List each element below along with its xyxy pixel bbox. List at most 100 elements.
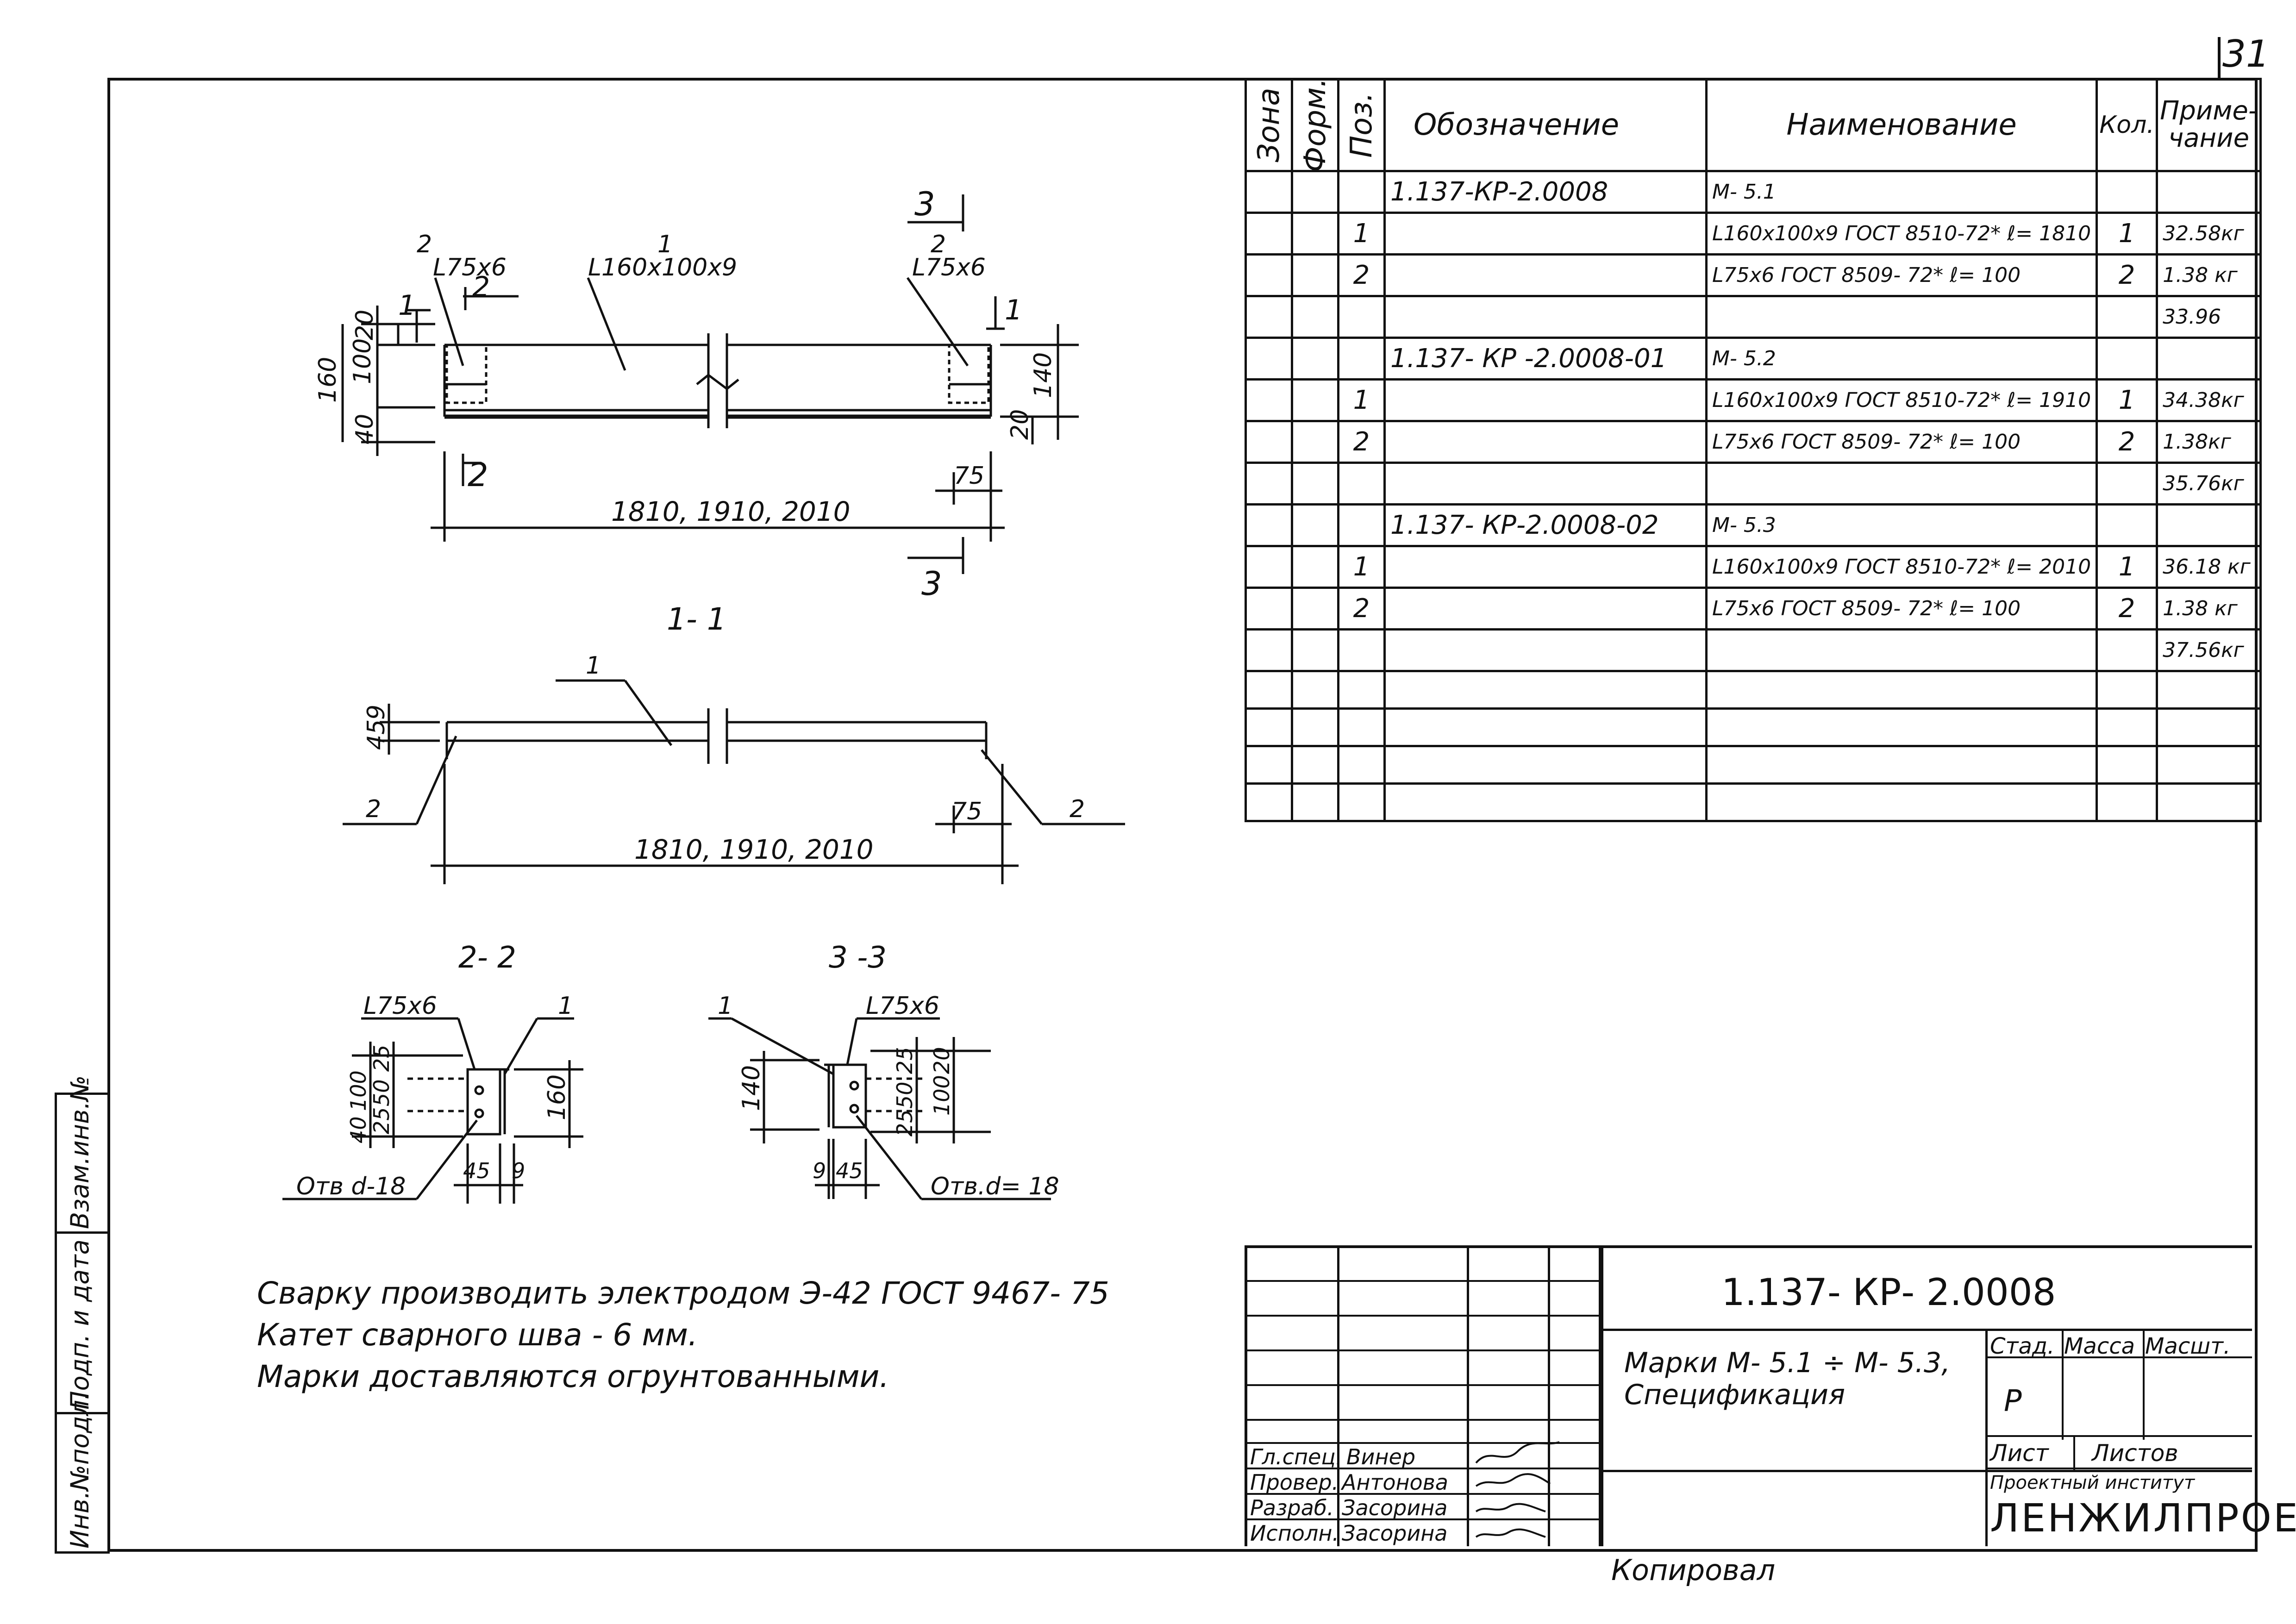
spec-cell-note: 1.38 кг [2156, 587, 2262, 631]
spec-cell-empty [1383, 670, 1708, 710]
institute-line2: ЛЕНЖИЛПРОЕКТ [1990, 1495, 2296, 1541]
stage-value: Р [2004, 1384, 2022, 1418]
spec-cell-designation [1383, 462, 1708, 506]
sheet-number: 31 [2222, 32, 2270, 75]
spec-header-format: Форм. [1291, 78, 1339, 172]
spec-cell-zone [1245, 420, 1293, 464]
stage-label: Стад. [1990, 1333, 2055, 1359]
spec-cell-pos [1337, 337, 1386, 381]
spec-cell-empty [1705, 782, 2098, 822]
spec-cell-note [2156, 503, 2262, 547]
spec-cell-designation: 1.137-КР-2.0008 [1383, 170, 1708, 214]
side-cell-signature-date: Подп. и дата [57, 1234, 110, 1414]
spec-cell-zone [1245, 212, 1293, 256]
spec-cell-note [2156, 337, 2262, 381]
spec-cell-format [1291, 545, 1339, 589]
spec-cell-empty [1291, 670, 1339, 710]
spec-cell-zone [1245, 503, 1293, 547]
spec-cell-note: 34.38кг [2156, 378, 2262, 422]
spec-cell-note [2156, 170, 2262, 214]
spec-cell-name: L160x100x9 ГОСТ 8510-72* ℓ= 1910 [1705, 378, 2098, 422]
spec-cell-name: L160x100x9 ГОСТ 8510-72* ℓ= 2010 [1705, 545, 2098, 589]
spec-cell-pos: 1 [1337, 212, 1386, 256]
spec-cell-empty [1245, 745, 1293, 785]
sheet-number-divider [2218, 37, 2221, 79]
drawing-title: Марки М- 5.1 ÷ М- 5.3, Спецификация [1624, 1347, 1951, 1411]
spec-cell-pos [1337, 628, 1386, 672]
spec-cell-empty [1383, 707, 1708, 747]
spec-cell-designation [1383, 212, 1708, 256]
spec-cell-qty: 1 [2096, 378, 2158, 422]
spec-cell-empty [1337, 670, 1386, 710]
binding-strip: Взам.инв.№ Подп. и дата Инв.№подл. [55, 1075, 110, 1554]
spec-cell-format [1291, 587, 1339, 631]
side-cell-orig-inv: Инв.№подл. [57, 1392, 110, 1551]
spec-cell-zone [1245, 253, 1293, 297]
copied-by-label: Копировал [1611, 1553, 1776, 1587]
signatures [1475, 1441, 1560, 1538]
spec-cell-note: 37.56кг [2156, 628, 2262, 672]
spec-cell-designation [1383, 295, 1708, 339]
spec-cell-note: 32.58кг [2156, 212, 2262, 256]
specification-table: Зона Форм. Поз. Обозначение Наименование… [1245, 78, 2262, 822]
spec-cell-designation [1383, 587, 1708, 631]
spec-cell-qty [2096, 170, 2158, 214]
note-primed: Марки доставляются огрунтованными. [257, 1359, 889, 1394]
spec-cell-format [1291, 462, 1339, 506]
sheets-label: Листов [2092, 1440, 2178, 1467]
spec-header-pos: Поз. [1337, 78, 1386, 172]
spec-cell-pos [1337, 462, 1386, 506]
spec-header-qty: Кол. [2096, 78, 2158, 172]
spec-row-empty [1245, 707, 2262, 747]
spec-cell-name: М- 5.1 [1705, 170, 2098, 214]
spec-cell-empty [1337, 745, 1386, 785]
spec-cell-qty: 1 [2096, 545, 2158, 589]
spec-cell-pos [1337, 503, 1386, 547]
mass-label: Масса [2064, 1333, 2135, 1359]
spec-cell-zone [1245, 170, 1293, 214]
spec-cell-empty [1245, 670, 1293, 710]
spec-cell-note: 36.18 кг [2156, 545, 2262, 589]
spec-cell-empty [1337, 782, 1386, 822]
spec-cell-empty [1291, 745, 1339, 785]
spec-cell-note: 33.96 [2156, 295, 2262, 339]
spec-cell-name: L75x6 ГОСТ 8509- 72* ℓ= 100 [1705, 253, 2098, 297]
spec-cell-empty [2096, 782, 2158, 822]
scale-label: Масшт. [2145, 1333, 2231, 1359]
spec-cell-pos [1337, 295, 1386, 339]
spec-cell-designation [1383, 545, 1708, 589]
spec-cell-note: 35.76кг [2156, 462, 2262, 506]
spec-cell-zone [1245, 378, 1293, 422]
side-cell-replace-inv: Взам.инв.№ [57, 1075, 110, 1234]
spec-cell-zone [1245, 295, 1293, 339]
spec-row: 37.56кг [1245, 628, 2262, 672]
spec-cell-qty: 1 [2096, 212, 2158, 256]
spec-cell-qty: 2 [2096, 420, 2158, 464]
spec-cell-qty [2096, 628, 2158, 672]
spec-header-zone: Зона [1245, 78, 1293, 172]
spec-cell-pos: 1 [1337, 545, 1386, 589]
sheet-label: Лист [1990, 1440, 2049, 1467]
spec-cell-pos: 1 [1337, 378, 1386, 422]
spec-cell-empty [1291, 707, 1339, 747]
name-executed: Засорина [1342, 1521, 1448, 1546]
name-checked: Антонова [1342, 1470, 1448, 1495]
spec-cell-empty [1245, 707, 1293, 747]
spec-cell-empty [2156, 782, 2262, 822]
spec-cell-format [1291, 503, 1339, 547]
spec-cell-format [1291, 628, 1339, 672]
spec-cell-note: 1.38кг [2156, 420, 2262, 464]
spec-cell-format [1291, 170, 1339, 214]
spec-cell-format [1291, 337, 1339, 381]
doc-code: 1.137- КР- 2.0008 [1721, 1271, 2056, 1314]
institute-line1: Проектный институт [1990, 1472, 2195, 1493]
spec-cell-empty [1337, 707, 1386, 747]
